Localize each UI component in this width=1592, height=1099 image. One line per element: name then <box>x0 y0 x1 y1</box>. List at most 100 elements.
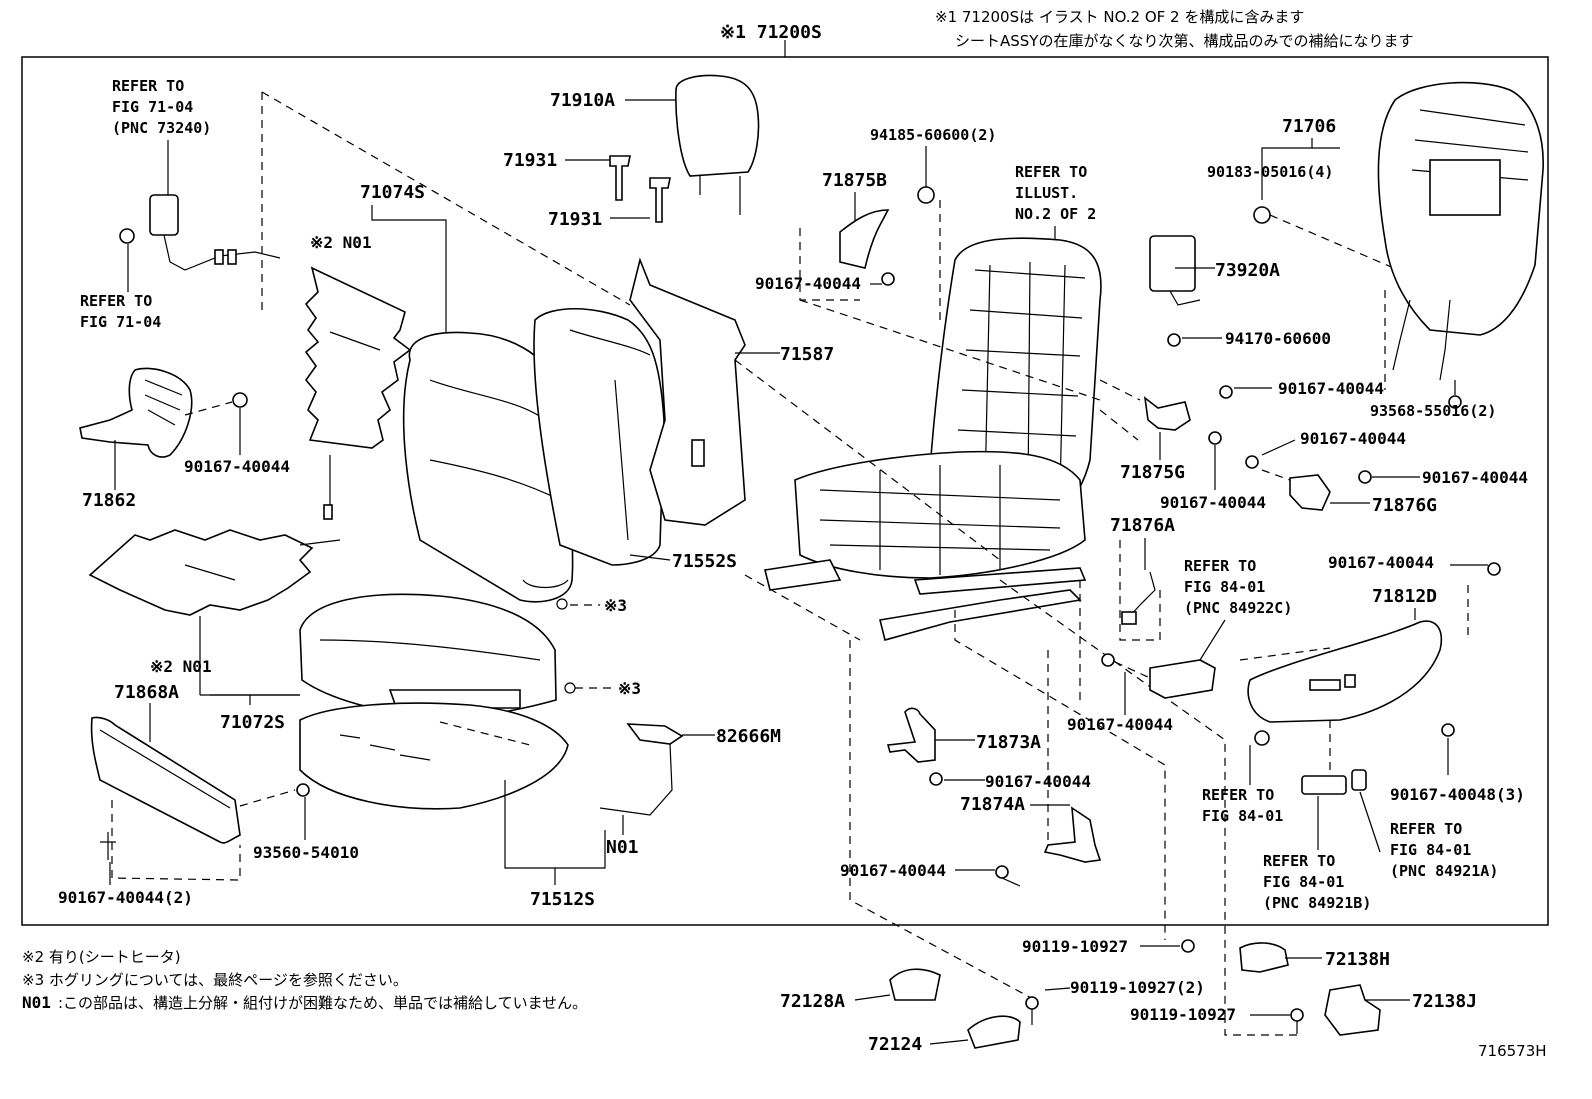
label-71868A[interactable]: 71868A <box>114 682 179 703</box>
label-90119-10927-c[interactable]: 90119-10927 <box>1130 1005 1236 1024</box>
label-94170-60600[interactable]: 94170-60600 <box>1225 329 1331 348</box>
ref-84921b-2[interactable]: FIG 84-01 <box>1263 873 1344 891</box>
label-93560-54010[interactable]: 93560-54010 <box>253 843 359 862</box>
ref-illust2-3[interactable]: NO.2 OF 2 <box>1015 205 1096 223</box>
part-71874A-drawing <box>1043 806 1102 863</box>
ref-fig7104-left-2[interactable]: FIG 71-04 <box>80 313 161 331</box>
label-71876A[interactable]: 71876A <box>1110 515 1175 536</box>
ref-illust2-1[interactable]: REFER TO <box>1015 163 1087 181</box>
part-72138J-drawing <box>1324 984 1381 1036</box>
ref-84921b-1[interactable]: REFER TO <box>1263 852 1335 870</box>
footnote-2: ※2 有り(シートヒータ) <box>22 948 181 966</box>
ref-fig7104-left-1[interactable]: REFER TO <box>80 292 152 310</box>
ref-84922c-2[interactable]: FIG 84-01 <box>1184 578 1265 596</box>
seat-belt-buckle-drawing <box>119 194 281 271</box>
label-90167-40044-b[interactable]: 90167-40044 <box>755 274 861 293</box>
headrest-support-a <box>609 155 631 201</box>
label-n01-cushion[interactable]: ※2 N01 <box>150 657 212 676</box>
label-90167-40044-2[interactable]: 90167-40044(2) <box>58 888 193 907</box>
part-71875B-drawing <box>839 209 890 269</box>
part-71876G-drawing <box>1289 474 1331 511</box>
label-93568-55016[interactable]: 93568-55016(2) <box>1370 402 1496 420</box>
label-90167-40044-d[interactable]: 90167-40044 <box>1300 429 1406 448</box>
ref-84922c-1[interactable]: REFER TO <box>1184 557 1256 575</box>
footnote-3: ※3 ホグリングについては、最終ページを参照ください。 <box>22 971 408 989</box>
seat-cushion-pad-drawing <box>299 702 569 810</box>
part-71875G-drawing <box>1143 396 1191 431</box>
seatback-board-drawing <box>629 257 746 526</box>
part-82666M-drawing <box>599 723 684 816</box>
label-x3-a[interactable]: ※3 <box>604 596 627 615</box>
part-72124-drawing <box>967 1015 1021 1049</box>
label-90167-40044-a[interactable]: 90167-40044 <box>184 457 290 476</box>
ref-8401-plain-2[interactable]: FIG 84-01 <box>1202 807 1283 825</box>
label-90119-10927-b[interactable]: 90119-10927(2) <box>1070 978 1205 997</box>
ref-fig7104-top-1[interactable]: REFER TO <box>112 77 184 95</box>
part-72138H-drawing <box>1239 942 1289 973</box>
label-71072S[interactable]: 71072S <box>220 712 285 733</box>
label-73920A[interactable]: 73920A <box>1215 260 1280 281</box>
label-90183-05016[interactable]: 90183-05016(4) <box>1207 163 1333 181</box>
footnote-n01-code: N01 <box>22 993 51 1012</box>
illustration-id: 716573H <box>1478 1042 1547 1060</box>
part-72128A-drawing <box>889 968 941 1001</box>
label-71074S[interactable]: 71074S <box>360 182 425 203</box>
seatback-pad-drawing <box>533 308 665 566</box>
footnote-n01-text: :この部品は、構造上分解・組付けが困難なため、単品では補給していません。 <box>58 994 587 1012</box>
label-71512S[interactable]: 71512S <box>530 889 595 910</box>
label-90167-40048[interactable]: 90167-40048(3) <box>1390 785 1525 804</box>
ref-84921a-2[interactable]: FIG 84-01 <box>1390 841 1471 859</box>
label-71910A[interactable]: 71910A <box>550 90 615 111</box>
ref-84922c-3[interactable]: (PNC 84922C) <box>1184 599 1292 617</box>
part-71868A-drawing <box>90 716 241 844</box>
main-assy-label: ※1 71200S <box>720 22 822 43</box>
label-71587[interactable]: 71587 <box>780 344 834 365</box>
part-73920A-drawing <box>1149 235 1201 306</box>
label-71874A[interactable]: 71874A <box>960 794 1025 815</box>
header-note-line1: ※1 71200Sは イラスト NO.2 OF 2 を構成に含みます <box>935 8 1304 26</box>
label-71875G[interactable]: 71875G <box>1120 462 1185 483</box>
label-90167-40044-j[interactable]: 90167-40044 <box>840 861 946 880</box>
ref-8401-plain-1[interactable]: REFER TO <box>1202 786 1274 804</box>
label-90167-40044-g[interactable]: 90167-40044 <box>1067 715 1173 734</box>
label-71931-b[interactable]: 71931 <box>548 209 602 230</box>
label-72138J[interactable]: 72138J <box>1412 991 1477 1012</box>
label-71875B[interactable]: 71875B <box>822 170 887 191</box>
label-71876G[interactable]: 71876G <box>1372 495 1437 516</box>
seat-frame-drawing <box>764 237 1102 641</box>
label-71552S[interactable]: 71552S <box>672 551 737 572</box>
ref-illust2-2[interactable]: ILLUST. <box>1015 184 1078 202</box>
headrest-support-b <box>649 177 671 223</box>
part-71812D-drawing <box>1247 620 1442 723</box>
label-90167-40044-h[interactable]: 90167-40044 <box>1328 553 1434 572</box>
label-n01-wire[interactable]: N01 <box>606 837 639 858</box>
label-71706[interactable]: 71706 <box>1282 116 1336 137</box>
part-71862-drawing <box>79 367 248 458</box>
part-71876A-drawing <box>1121 571 1156 625</box>
label-71862[interactable]: 71862 <box>82 490 136 511</box>
switch-knob-b-drawing <box>1351 769 1367 791</box>
label-90167-40044-f[interactable]: 90167-40044 <box>1422 468 1528 487</box>
label-x3-b[interactable]: ※3 <box>618 679 641 698</box>
label-71931-a[interactable]: 71931 <box>503 150 557 171</box>
ref-84921a-1[interactable]: REFER TO <box>1390 820 1462 838</box>
ref-fig7104-top-2[interactable]: FIG 71-04 <box>112 98 193 116</box>
part-71873A-drawing <box>886 707 936 763</box>
label-71812D[interactable]: 71812D <box>1372 586 1437 607</box>
ref-fig7104-top-3[interactable]: (PNC 73240) <box>112 119 211 137</box>
label-72124[interactable]: 72124 <box>868 1034 922 1055</box>
ref-84921b-3[interactable]: (PNC 84921B) <box>1263 894 1371 912</box>
label-72128A[interactable]: 72128A <box>780 991 845 1012</box>
label-71873A[interactable]: 71873A <box>976 732 1041 753</box>
label-82666M[interactable]: 82666M <box>716 726 781 747</box>
label-n01-back[interactable]: ※2 N01 <box>310 233 372 252</box>
label-94185-60600[interactable]: 94185-60600(2) <box>870 126 996 144</box>
ref-84921a-3[interactable]: (PNC 84921A) <box>1390 862 1498 880</box>
label-72138H[interactable]: 72138H <box>1325 949 1390 970</box>
switch-bracket-drawing <box>1149 659 1216 699</box>
label-90167-40044-c[interactable]: 90167-40044 <box>1278 379 1384 398</box>
label-90167-40044-i[interactable]: 90167-40044 <box>985 772 1091 791</box>
label-90119-10927-a[interactable]: 90119-10927 <box>1022 937 1128 956</box>
label-90167-40044-e[interactable]: 90167-40044 <box>1160 493 1266 512</box>
